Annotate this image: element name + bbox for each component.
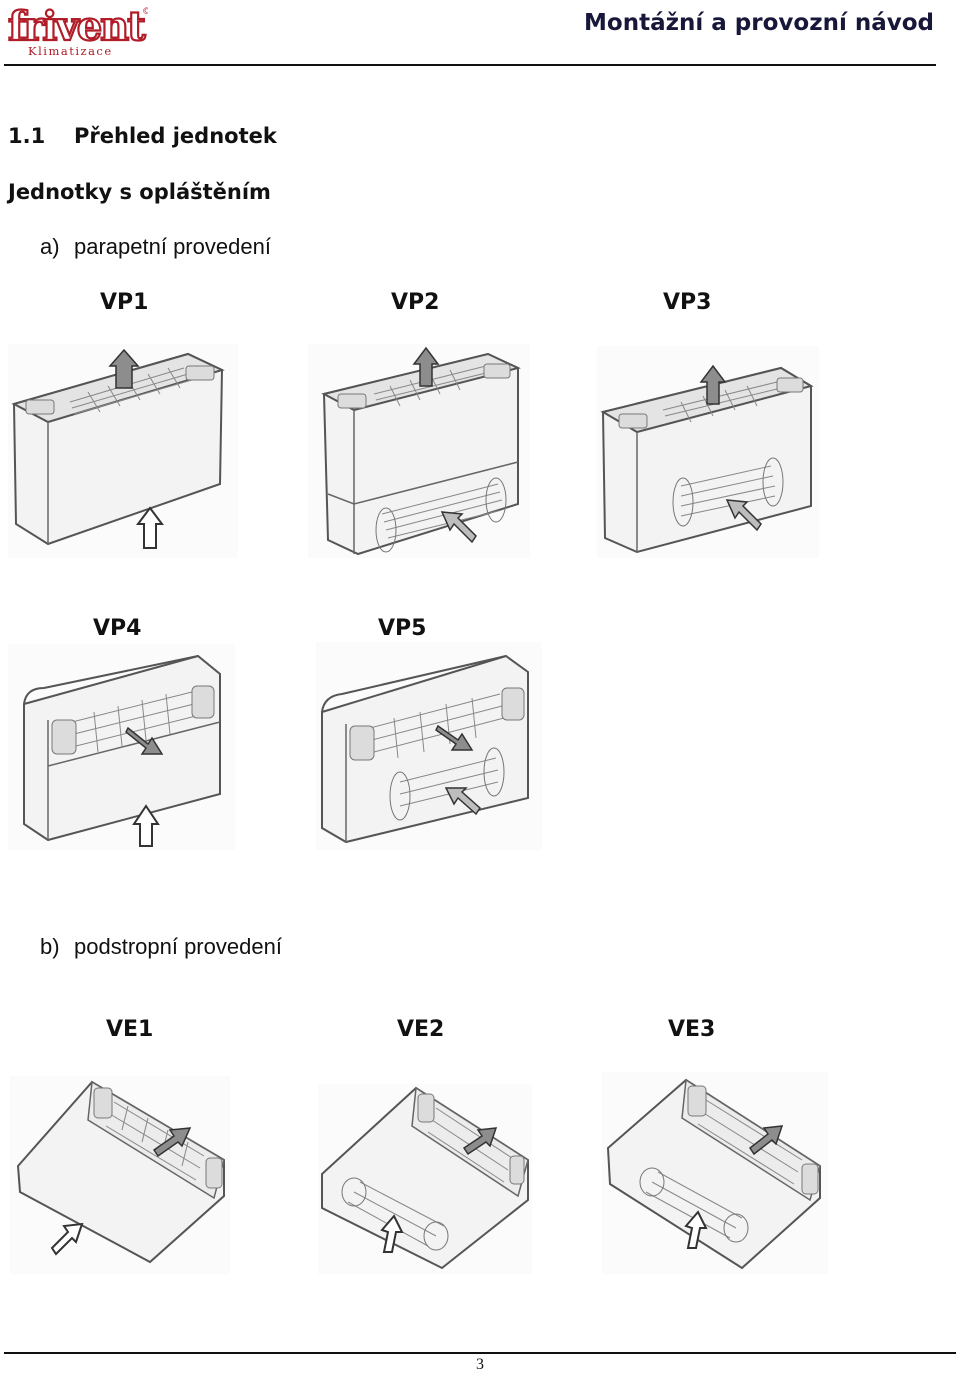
group-a-mark: a) [40, 234, 60, 259]
unit-illustration-vp5 [316, 642, 542, 850]
subheading: Jednotky s opláštěním [8, 180, 271, 204]
unit-label-ve3: VE3 [668, 1017, 716, 1042]
svg-text:frivent: frivent [8, 3, 146, 50]
svg-text:©: © [142, 7, 148, 17]
unit-illustration-vp4 [8, 644, 235, 850]
frivent-logo: frivent © Klimatizace [6, 2, 151, 58]
section-number: 1.1 [8, 124, 46, 148]
unit-illustration-ve2 [318, 1084, 532, 1274]
header-divider [4, 64, 936, 66]
unit-label-vp5: VP5 [378, 616, 427, 641]
group-a-label: a) parapetní provedení [40, 234, 271, 260]
group-b-text: podstropní provedení [74, 934, 282, 959]
unit-label-vp3: VP3 [663, 290, 712, 315]
unit-label-ve2: VE2 [397, 1017, 445, 1042]
unit-label-ve1: VE1 [106, 1017, 154, 1042]
document-title: Montážní a provozní návod [584, 10, 934, 36]
unit-illustration-vp1 [8, 344, 238, 558]
footer-divider [4, 1352, 956, 1354]
svg-text:Klimatizace: Klimatizace [28, 44, 113, 58]
unit-illustration-ve1 [10, 1076, 230, 1274]
unit-label-vp2: VP2 [391, 290, 440, 315]
section-heading: 1.1 Přehled jednotek [8, 124, 277, 148]
unit-illustration-ve3 [602, 1072, 828, 1274]
unit-illustration-vp2 [308, 344, 530, 558]
unit-illustration-vp3 [597, 346, 819, 558]
page-number: 3 [476, 1356, 484, 1373]
group-b-label: b) podstropní provedení [40, 934, 282, 960]
group-b-mark: b) [40, 934, 60, 959]
group-a-text: parapetní provedení [74, 234, 271, 259]
unit-label-vp4: VP4 [93, 616, 142, 641]
section-title: Přehled jednotek [74, 124, 277, 148]
unit-label-vp1: VP1 [100, 290, 149, 315]
